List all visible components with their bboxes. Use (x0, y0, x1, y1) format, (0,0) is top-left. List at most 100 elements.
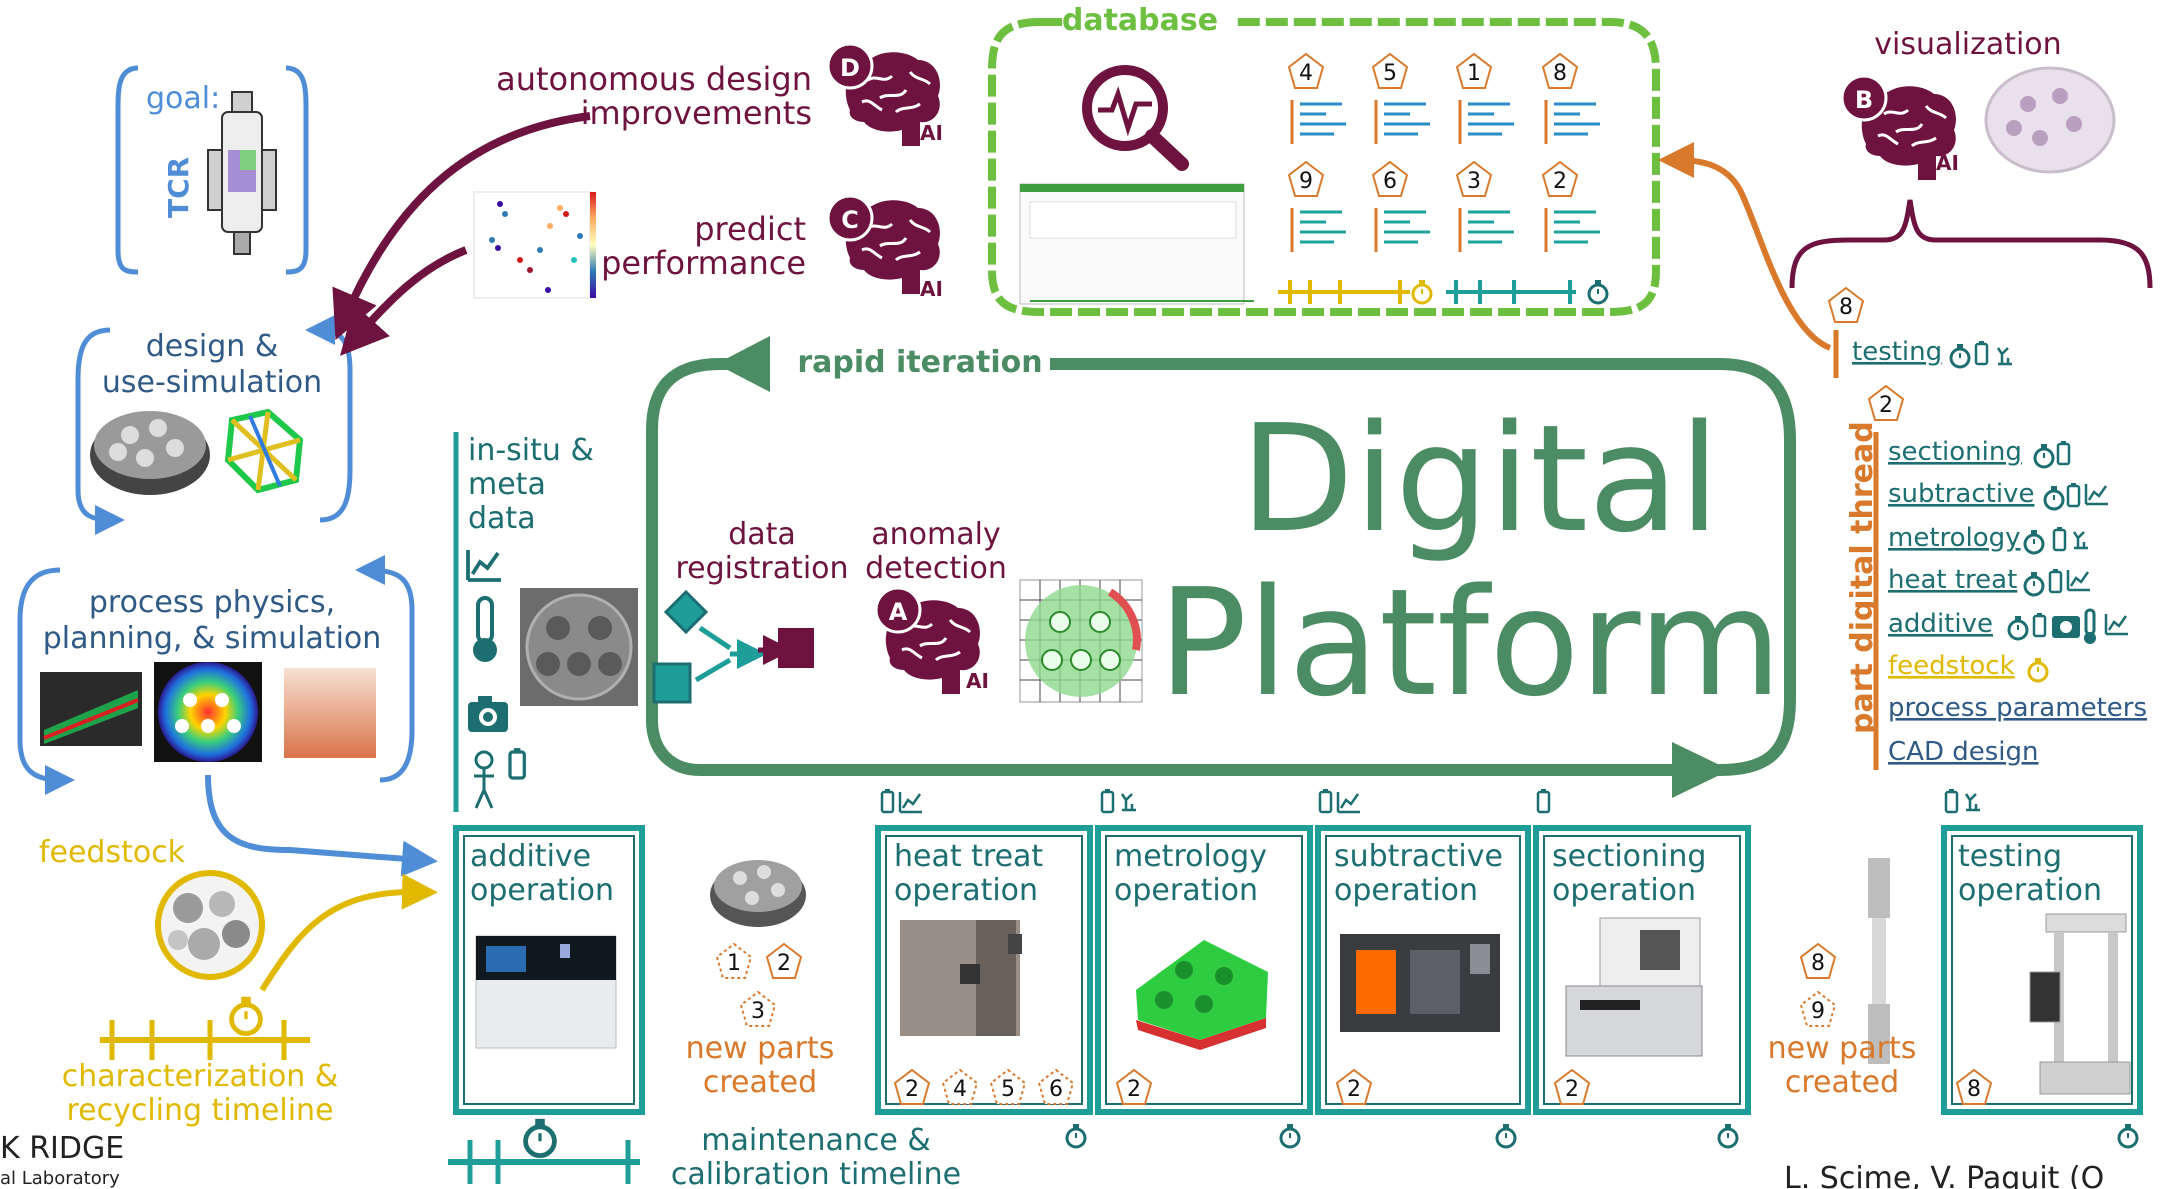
rapid-iteration-arrowhead-left (716, 336, 770, 392)
sectioning-stopwatch-icon (2033, 442, 2055, 469)
heat-treat-part-id: 5 (1001, 1077, 1015, 1102)
anomaly-detection-line2: detection (865, 551, 1007, 586)
additive-operation-inner (463, 835, 635, 1105)
new-parts-2-line1: new parts (1768, 1031, 1917, 1066)
visualization-3d-render (1984, 66, 2116, 174)
ai-d-badge (826, 42, 874, 90)
subtractive-operation-inner (1325, 835, 1521, 1105)
thread-item-heat-treat[interactable]: heat treat (1888, 565, 2017, 595)
wire-edm-image (1565, 917, 1703, 1057)
additive-operation-line2: operation (470, 873, 614, 908)
testing-microscope-icon (1996, 346, 2014, 366)
thread-item-cad-design[interactable]: CAD design (1888, 737, 2038, 767)
testing-part-id: 8 (1967, 1077, 1981, 1102)
new-part-9-id: 9 (1811, 999, 1825, 1024)
database-record-id: 4 (1299, 61, 1313, 86)
metrology-operation-inner (1105, 835, 1303, 1105)
autonomous-line2: improvements (581, 94, 812, 132)
ai-a-badge-letter: A (889, 598, 908, 626)
database-teal-stopwatch-icon (1587, 278, 1609, 305)
heat-treat-part-id: 6 (1049, 1077, 1063, 1102)
additive-stopwatch-icon (2007, 614, 2029, 641)
furnace-image (900, 920, 1022, 1036)
cnc-machine-image (1340, 934, 1500, 1032)
design-title-line2: use-simulation (102, 365, 322, 400)
design-cycle-arrow-right (305, 315, 353, 523)
metrology-stopwatch-icon (2023, 528, 2045, 555)
subtractive-stopwatch-icon (2043, 484, 2065, 511)
anomaly-map-image (1019, 579, 1143, 703)
process-bracket-right (355, 555, 415, 783)
database-record-id: 5 (1383, 61, 1397, 86)
thread-testing-link[interactable]: testing (1852, 337, 1942, 367)
subtractive-operation-line1: subtractive (1334, 839, 1503, 874)
thread-item-metrology[interactable]: metrology (1888, 523, 2021, 553)
data-registration-line2: registration (675, 551, 848, 586)
process-powder-sim-image (284, 668, 376, 758)
thread-item-feedstock[interactable]: feedstock (1888, 651, 2015, 681)
clipboard-icon (508, 746, 526, 780)
autonomous-to-design-arrow (332, 112, 591, 341)
visualization-brace (1789, 199, 2153, 289)
database-frame (988, 18, 1660, 316)
char-timeline-line2: recycling timeline (66, 1093, 333, 1128)
testing-operation-line2: operation (1958, 873, 2102, 908)
process-title-line2: planning, & simulation (43, 621, 382, 656)
goal-label: goal: (146, 81, 220, 116)
ai-d-label: AI (920, 121, 943, 145)
metrology-operation-line1: metrology (1114, 839, 1267, 874)
subtractive-chart-icon (2084, 482, 2110, 506)
heat-treat-stopwatch-icon (2023, 570, 2045, 597)
sectioning-part-id: 2 (1565, 1077, 1579, 1102)
thread-mid-id: 2 (1879, 393, 1893, 418)
heat-treat-chart-icon (2066, 568, 2092, 592)
thread-item-process-parameters[interactable]: process parameters (1888, 693, 2147, 723)
maintenance-timeline (448, 1140, 640, 1184)
predict-line2: performance (601, 244, 806, 282)
feedstock-stopwatch-icon (2027, 656, 2049, 683)
thermometer-icon (473, 596, 497, 662)
ai-a-badge (874, 586, 922, 634)
goal-target: TCR (162, 157, 195, 218)
ai-b-badge (1840, 74, 1888, 122)
database-gold-stopwatch-icon (1411, 278, 1433, 305)
data-registration-line1: data (728, 517, 796, 552)
ai-d-badge-letter: D (840, 54, 860, 82)
operator-icon (474, 750, 494, 809)
subtractive-clipboard-icon (2066, 481, 2081, 508)
rapid-iteration-arrowhead-right (1672, 742, 1730, 798)
process-heatmap-image (154, 662, 262, 762)
digital-platform-line2: Platform (1158, 557, 1782, 729)
database-record-card: 8 (1542, 53, 1600, 144)
anomaly-detection-line1: anomaly (871, 517, 1000, 552)
database-gold-timeline (1278, 280, 1410, 304)
ai-c-badge-letter: C (841, 206, 859, 234)
subtractive-operation-line2: operation (1334, 873, 1478, 908)
sectioning-operation-line1: sectioning (1552, 839, 1706, 874)
goal-bracket-right (285, 65, 309, 275)
metrology-scan-image (1136, 940, 1268, 1050)
ornl-logo-line1: K RIDGE (0, 1131, 124, 1166)
feedstock-powder-image (155, 870, 265, 980)
testing-stopwatch-icon (1949, 342, 1971, 369)
additive-printer-image (475, 935, 617, 1049)
thread-item-subtractive[interactable]: subtractive (1888, 479, 2034, 509)
thread-item-sectioning[interactable]: sectioning (1888, 437, 2022, 467)
additive-chart-icon (2104, 612, 2130, 636)
database-record-card: 4 (1288, 53, 1346, 144)
characterization-stopwatch-icon (232, 997, 261, 1034)
heat-treat-header-icons (880, 787, 924, 814)
ornl-logo-line2: al Laboratory (0, 1168, 120, 1189)
registered-data-square (778, 628, 814, 668)
metrology-stopwatch-icon (1279, 1122, 1301, 1149)
tcr-reactor-image (207, 91, 277, 255)
rapid-iteration-label: rapid iteration (797, 345, 1042, 380)
database-record-card: 3 (1456, 161, 1514, 252)
database-record-id: 1 (1467, 61, 1481, 86)
maintenance-stopwatch-icon (526, 1119, 555, 1156)
metrology-part-id: 2 (1127, 1077, 1141, 1102)
additive-operation-line1: additive (470, 839, 591, 874)
tensile-tester-image (2029, 913, 2131, 1095)
sensor-chart-icon (466, 548, 503, 582)
thread-item-additive[interactable]: additive (1888, 609, 1993, 639)
